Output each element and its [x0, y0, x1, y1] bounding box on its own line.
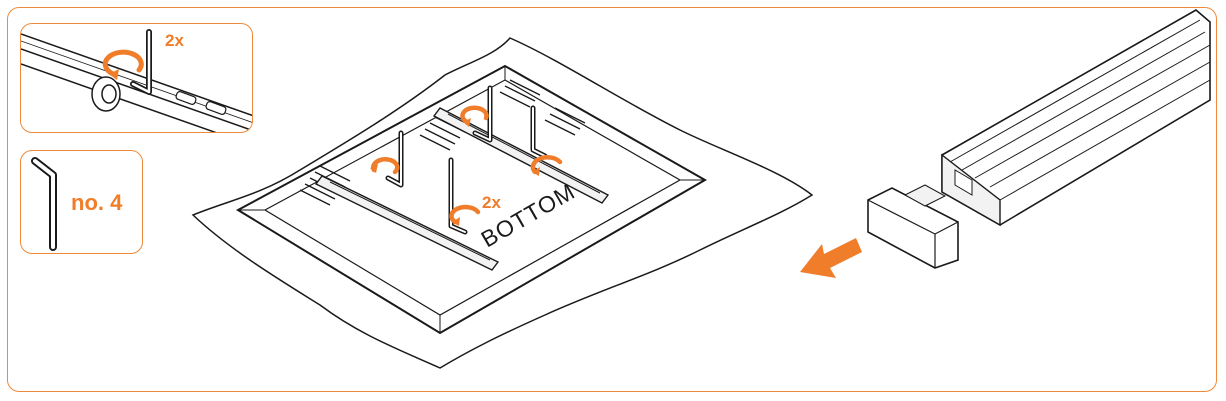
end-cap — [867, 184, 959, 269]
rail-profile — [941, 9, 1211, 227]
rail-detail-inset — [20, 23, 253, 133]
hex-key-icon — [31, 157, 57, 251]
mounting-rail-lower — [314, 175, 500, 271]
tool-size-label: no. 4 — [71, 190, 123, 215]
instruction-frame — [7, 7, 1217, 392]
rotate-arrow-icon — [371, 105, 563, 225]
rail-detail-illustration — [21, 29, 252, 132]
repeat-count-inset: 2x — [165, 31, 184, 50]
tool-inset — [20, 150, 143, 254]
direction-arrow-icon — [800, 238, 862, 278]
repeat-count-main: 2x — [482, 193, 501, 212]
